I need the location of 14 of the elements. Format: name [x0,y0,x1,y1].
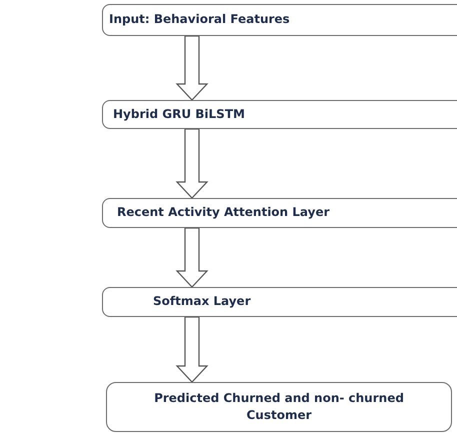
process-box [102,100,457,129]
box-label: Input: Behavioral Features [109,11,290,28]
arrow [176,128,208,199]
process-box [102,287,457,317]
process-box [102,198,457,228]
box-label: Hybrid GRU BiLSTM [113,106,245,123]
box-label: Predicted Churned and non- churned Customer [153,390,405,424]
arrow [176,316,208,383]
box-label: Recent Activity Attention Layer [117,204,330,222]
arrow [176,35,208,101]
process-box [106,382,452,432]
arrow [176,227,208,288]
box-label: Softmax Layer [153,293,251,310]
process-box [102,4,457,36]
